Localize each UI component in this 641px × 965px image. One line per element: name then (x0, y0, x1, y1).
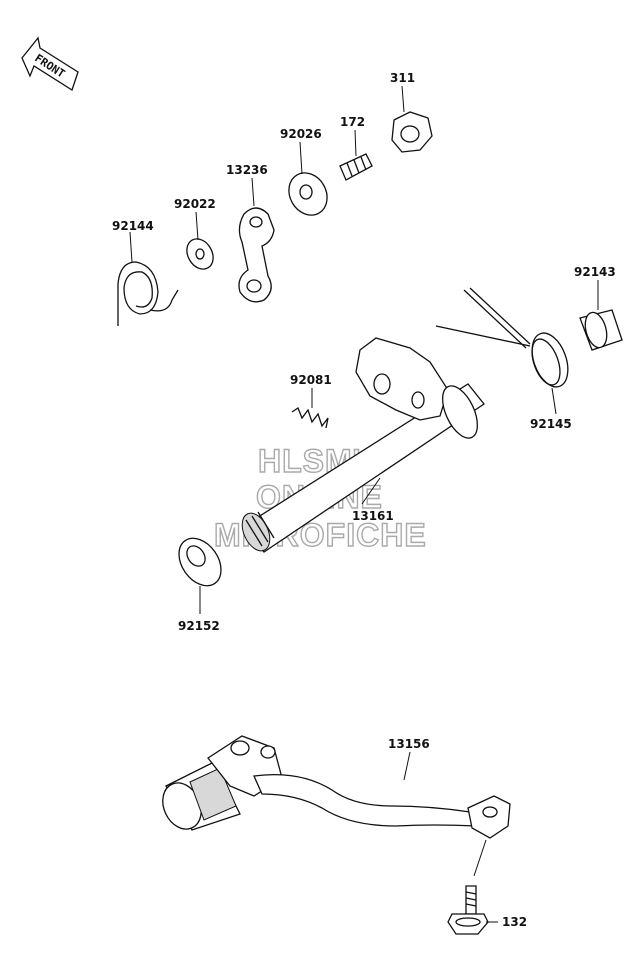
part-label-311: 311 (390, 71, 415, 85)
part-label-92026: 92026 (280, 127, 322, 141)
lever-13236 (238, 177, 275, 303)
shift-pedal-13156 (162, 735, 511, 839)
washer-92026 (288, 141, 328, 216)
collar-92143 (579, 280, 623, 351)
spring-92081 (291, 388, 329, 429)
part-label-92022: 92022 (174, 197, 216, 211)
spring-92145 (435, 287, 569, 415)
part-label-92143: 92143 (574, 265, 616, 279)
part-label-132: 132 (502, 915, 527, 929)
seal-92152 (178, 537, 222, 614)
part-label-92144: 92144 (112, 219, 154, 233)
part-label-172: 172 (340, 115, 365, 129)
front-arrow-icon: FRONT (21, 36, 79, 91)
pin-172 (339, 129, 373, 181)
part-label-92145: 92145 (530, 417, 572, 431)
part-label-13161: 13161 (352, 509, 394, 523)
part-label-13156: 13156 (388, 737, 430, 751)
part-label-92152: 92152 (178, 619, 220, 633)
nut-311 (391, 85, 433, 153)
part-label-13236: 13236 (226, 163, 268, 177)
shift-shaft-13161 (241, 337, 485, 553)
washer-92022 (186, 211, 214, 270)
bolt-132 (447, 839, 498, 935)
part-label-92081: 92081 (290, 373, 332, 387)
spring-92144 (117, 231, 179, 326)
